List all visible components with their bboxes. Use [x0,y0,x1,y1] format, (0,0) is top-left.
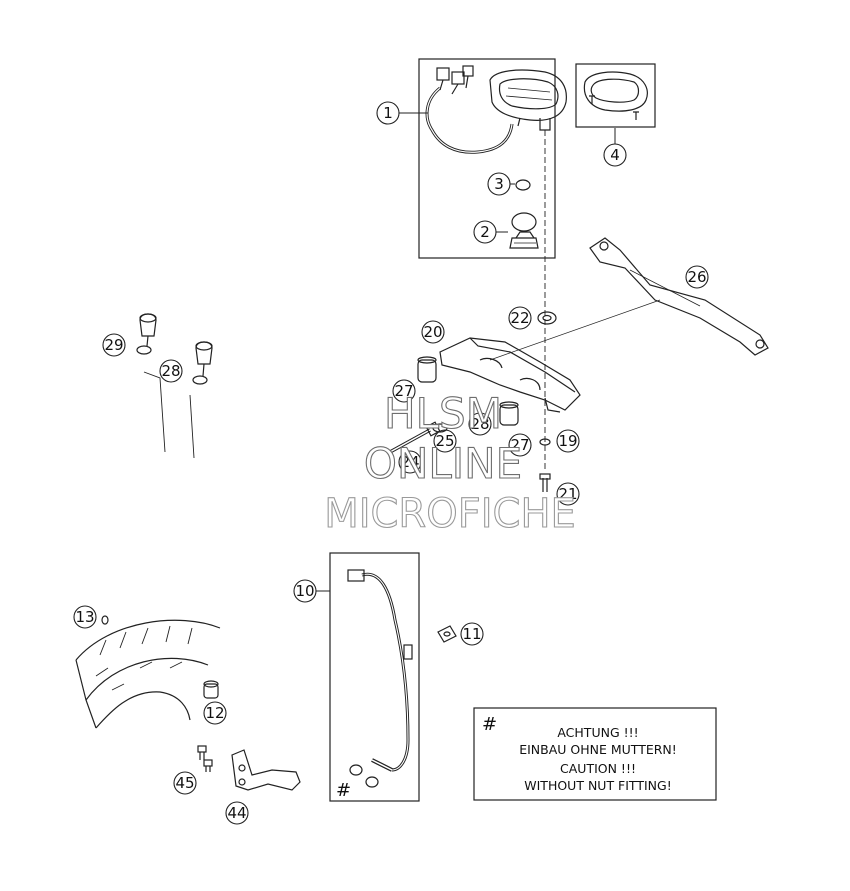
callout-21: 21 [558,485,577,503]
callout-4: 4 [610,146,620,164]
callout-2: 2 [480,223,490,241]
hash-mark-note: # [482,714,497,735]
pin-part-28 [192,341,213,385]
brake-disc-part-13 [75,615,221,729]
screw-part-21 [539,473,551,492]
nut-part-2 [509,231,539,249]
callout-19: 19 [558,432,577,450]
callout-27-lower: 27 [510,436,529,454]
sensor-nuts [349,764,379,788]
connector-plug [436,65,474,95]
callout-1: 1 [383,104,393,122]
speedometer-group-box [418,58,556,259]
callout-3: 3 [494,175,504,193]
note-box [473,707,717,801]
pin-leader-lines [143,371,195,459]
cap-part-3 [515,179,531,191]
callout-11: 11 [462,625,481,643]
speedometer-cable [425,86,514,154]
rubber-bush-part-27b [499,401,519,426]
callout-22: 22 [510,309,529,327]
bezel-screws [589,95,639,120]
callout-45: 45 [175,774,194,792]
nut-part-22 [537,311,557,325]
callout-27-upper: 27 [394,382,413,400]
callout-10: 10 [295,582,314,600]
watermark-line-3: MICROFICHE [324,491,576,537]
pin-part-29 [136,313,157,355]
callout-28-holder: 28 [470,415,489,433]
hash-mark-sensor: # [336,780,351,801]
callout-44: 44 [227,804,246,822]
bush-part-12 [203,680,219,699]
callout-26: 26 [687,268,706,286]
bolt-part-24 [389,421,441,454]
watermark-line-1: HLSM [384,389,502,438]
callout-20: 20 [423,323,442,341]
callout-24: 24 [400,453,419,471]
screws-part-45 [197,745,213,772]
washer-part-19 [539,438,551,446]
note-line-3: CAUTION !!! [560,761,636,776]
bezel-cover [583,71,648,112]
watermark-line-2: ONLINE [364,439,522,488]
bracket-part-26 [589,237,769,356]
rubber-bush-part-27 [417,356,437,383]
seal-ring-part-2 [511,212,537,232]
callout-25: 25 [435,432,454,450]
note-line-1: ACHTUNG !!! [557,725,638,740]
sensor-group-box [329,552,420,802]
callout-29: 29 [104,336,123,354]
speed-sensor-cable [347,569,413,772]
bracket-part-44 [231,749,301,791]
note-line-2: EINBAU OHNE MUTTERN! [519,742,677,757]
clip-part-11 [437,625,457,643]
callout-28-pin: 28 [161,362,180,380]
callout-12: 12 [205,704,224,722]
holder-part-20 [439,337,581,413]
callout-leaders [316,112,616,592]
speedometer-unit [489,69,567,131]
note-line-4: WITHOUT NUT FITTING! [524,778,671,793]
bezel-group-box [575,63,656,128]
callout-13: 13 [75,608,94,626]
washer-part-25 [432,423,448,433]
